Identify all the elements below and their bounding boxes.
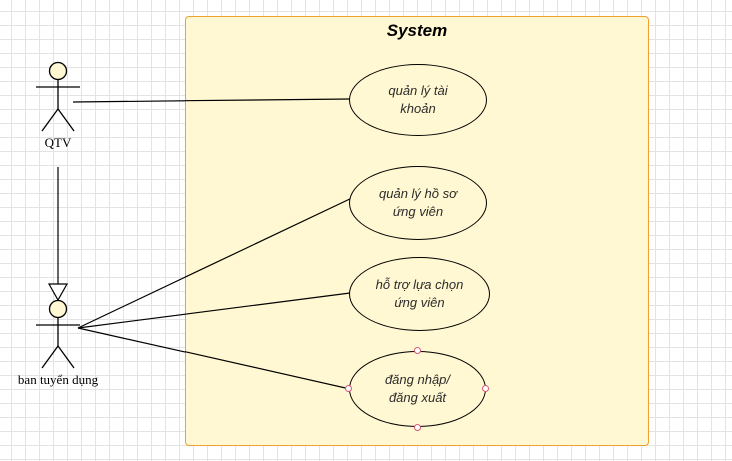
- selection-handle-left[interactable]: [345, 385, 352, 392]
- selection-handle-right[interactable]: [482, 385, 489, 392]
- actor-qtv-figure[interactable]: [36, 61, 80, 132]
- usecase-label-line: quản lý hồ sơ: [379, 186, 457, 201]
- generalization-arrowhead: [47, 283, 69, 302]
- usecase-label-line: ứng viên: [392, 204, 444, 219]
- actor-ban-label: ban tuyển dụng: [17, 372, 99, 387]
- usecase-dang-nhap-dang-xuat[interactable]: đăng nhập/ đăng xuất: [349, 351, 486, 427]
- actor-qtv-label: QTV: [44, 135, 72, 150]
- system-title: System: [386, 21, 448, 40]
- usecase-ho-tro-lua-chon-ung-vien[interactable]: hỗ trợ lựa chọn ứng viên: [349, 257, 490, 331]
- selection-handle-top[interactable]: [414, 347, 421, 354]
- actor-ban-head: [48, 299, 68, 319]
- usecase-label-line: đăng nhập/: [384, 372, 451, 387]
- actor-ban-figure[interactable]: [36, 299, 80, 369]
- usecase-label-line: hỗ trợ lựa chọn: [375, 277, 464, 292]
- actor-qtv-head: [48, 61, 68, 81]
- selection-handle-bottom[interactable]: [414, 424, 421, 431]
- usecase-label-line: quản lý tài: [388, 83, 448, 98]
- usecase-quan-ly-tai-khoan[interactable]: quản lý tài khoản: [349, 64, 487, 136]
- usecase-label-line: khoản: [400, 101, 436, 116]
- usecase-quan-ly-ho-so-ung-vien[interactable]: quản lý hồ sơ ứng viên: [349, 166, 487, 240]
- usecase-label-line: đăng xuất: [388, 390, 447, 405]
- usecase-label-line: ứng viên: [394, 295, 445, 310]
